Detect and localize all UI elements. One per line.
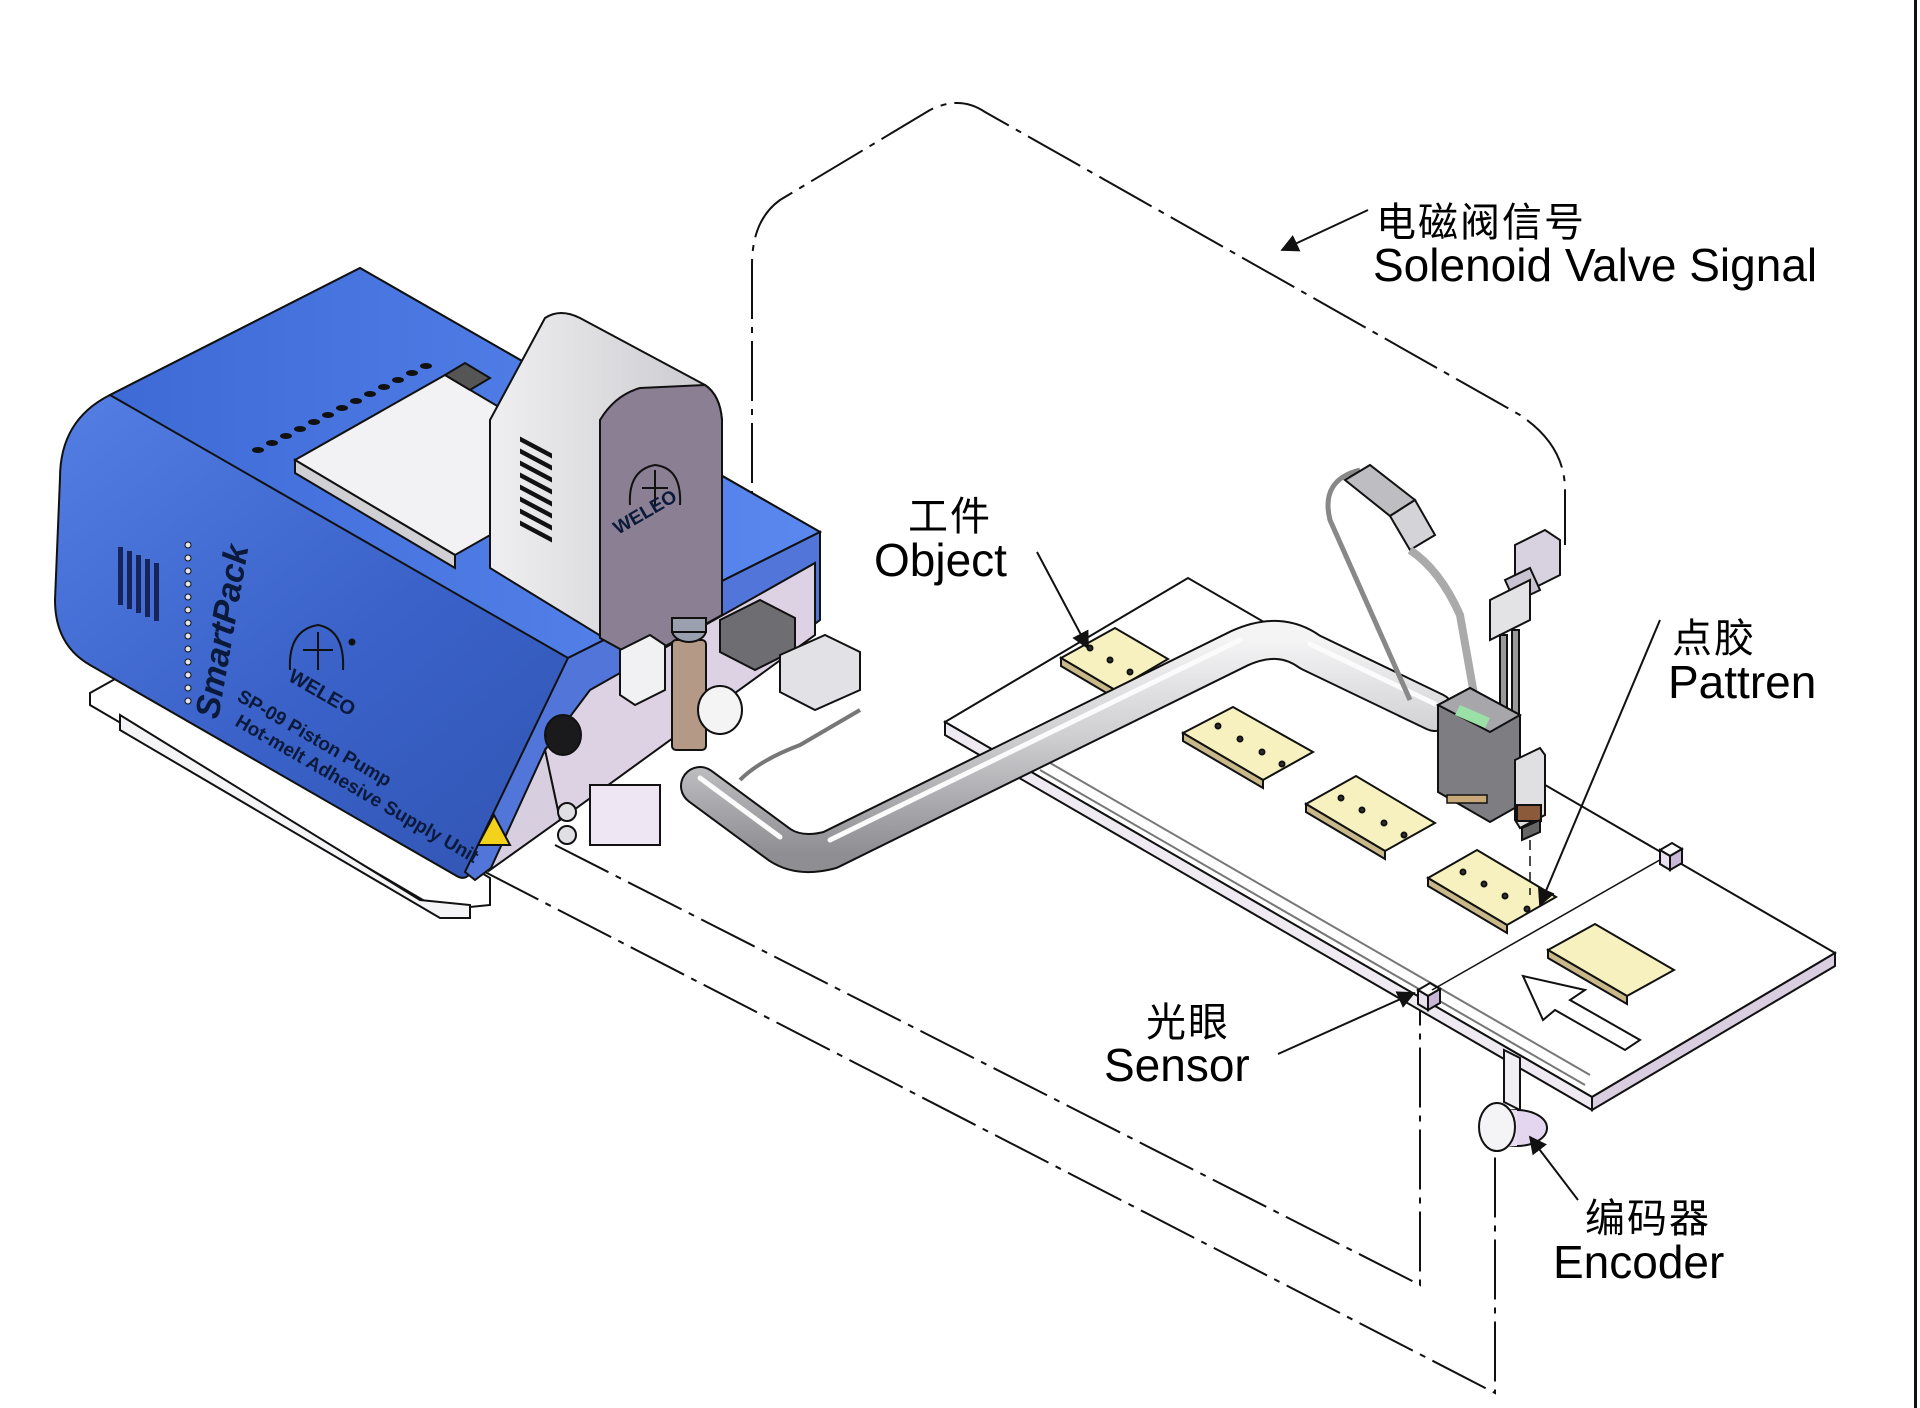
control-knob	[544, 714, 582, 756]
signal-wiring	[484, 102, 1566, 1395]
side-vents	[118, 547, 159, 621]
object-pad-4	[1426, 848, 1558, 935]
top-vents	[252, 363, 432, 453]
body-logo	[288, 623, 356, 671]
hopper-vents	[520, 436, 552, 543]
object-pad-3	[1304, 774, 1437, 861]
pattern-label-en: Pattren	[1668, 656, 1817, 708]
encoder-label-cn: 编码器	[1585, 1196, 1711, 1242]
objects	[1058, 626, 1677, 1006]
sensor-leader	[1277, 991, 1416, 1055]
object-label-en: Object	[874, 534, 1007, 586]
sensor-label-en: Sensor	[1104, 1039, 1250, 1091]
sensor-signal-line	[554, 844, 1421, 1287]
hopper-logo	[628, 463, 682, 506]
callout-leaders	[1036, 209, 1661, 1201]
dispensing-gun	[1343, 463, 1561, 895]
pattern-leader	[1537, 619, 1661, 907]
flow-direction-arrow	[1521, 974, 1642, 1052]
frame-border	[1914, 0, 1917, 1408]
object-pad-5	[1545, 922, 1677, 1006]
encoder-label-en: Encoder	[1553, 1236, 1725, 1288]
object-pad-2	[1180, 705, 1316, 790]
solenoid-label-en: Solenoid Valve Signal	[1373, 239, 1818, 291]
pressure-gauge	[697, 685, 743, 735]
warning-sign	[476, 812, 512, 846]
object-leader	[1036, 551, 1089, 650]
solenoid-signal-line	[751, 102, 1566, 565]
indicator-dots	[184, 541, 192, 705]
solenoid-label-cn: 电磁阀信号	[1376, 200, 1586, 246]
pattern-label-cn: 点胶	[1672, 616, 1756, 662]
object-label-cn: 工件	[908, 494, 992, 540]
encoder-leader	[1528, 1135, 1579, 1201]
solenoid-leader	[1280, 209, 1369, 252]
pressure-regulator	[671, 639, 707, 751]
encoder-signal-line	[484, 871, 1496, 1395]
sensor-label-cn: 光眼	[1146, 1000, 1230, 1046]
heated-hose	[680, 467, 1455, 874]
sensor	[1416, 841, 1684, 1012]
pump-unit	[53, 266, 861, 919]
